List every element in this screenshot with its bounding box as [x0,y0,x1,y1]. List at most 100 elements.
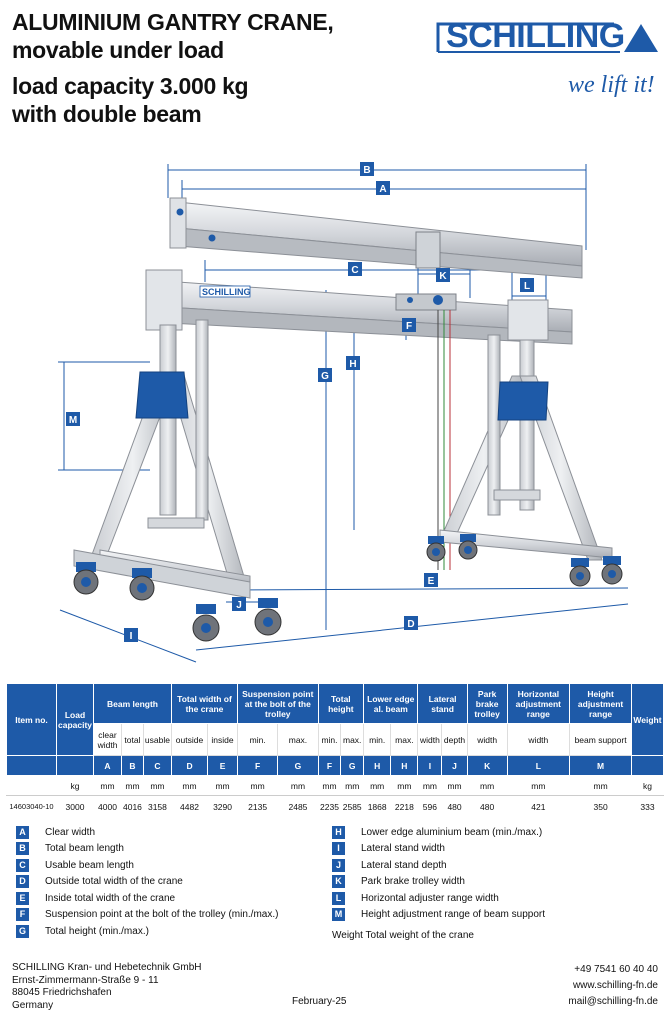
value-cell: 3000 [55,795,95,818]
email-link[interactable]: mail@schilling-fn.de [568,996,658,1007]
website-link[interactable]: www.schilling-fn.de [572,980,658,991]
unit-cell: mm [417,775,443,796]
dim-tag-h: H [346,356,360,370]
sub-header: max. [390,723,419,756]
value-cell: 480 [441,795,468,818]
letter-cell: I [417,755,443,776]
unit-cell: mm [466,775,508,796]
dim-tag-j: J [232,597,246,611]
value-cell: 3158 [142,795,172,818]
title-line-1: ALUMINIUM GANTRY CRANE, [12,9,334,35]
value-cell: 596 [417,795,443,818]
unit-cell: mm [340,775,365,796]
sub-header: beam support [569,723,632,756]
schilling-logo: SCHILLING [436,14,658,64]
dimension-tags: B A C K L F H G M E J D I [66,162,534,642]
value-cell: 4482 [170,795,209,818]
col-total-height: Total height [317,683,365,724]
dim-tag-m: M [66,412,80,426]
beam-logo: SCHILLING [202,287,251,297]
unit-cell: mm [506,775,571,796]
left-a-frame [73,319,251,599]
letter-cell: G [340,755,365,776]
sub-header: max. [340,723,365,756]
title-line-2: movable under load [12,37,224,63]
sub-header: clear width [93,723,122,756]
weight-note: Weight Total weight of the crane [332,930,474,941]
unit-cell: kg [631,775,664,796]
sub-header: width [466,723,508,756]
letter-cell: K [466,755,508,776]
logo-text: SCHILLING [446,17,625,55]
dim-tag-k: K [436,268,450,282]
sub-header: width [417,723,443,756]
value-cell: 1868 [363,795,392,818]
caster-wheels [73,534,623,642]
company-name: SCHILLING Kran- und Hebetechnik GmbH [12,962,202,973]
col-lateral-stand: Lateral stand [417,683,468,724]
sub-header: max. [277,723,319,756]
unit-cell: mm [236,775,279,796]
unit-cell: mm [363,775,392,796]
letter-cell: H [390,755,419,776]
sub-header: min. [236,723,279,756]
value-cell: 2235 [317,795,342,818]
dim-tag-g: G [318,368,332,382]
value-cell: 333 [631,795,664,818]
col-horizontal: Horizontal adjus­tment range [506,683,571,724]
title-line-4: with double beam [12,101,202,127]
value-cell: 421 [506,795,571,818]
col-weight: Weight [631,683,664,756]
svg-text:D: D [407,619,414,630]
value-cell: 480 [466,795,508,818]
sub-header: total [120,723,144,756]
value-cell: 2135 [236,795,279,818]
slogan: we lift it! [568,72,655,98]
svg-text:G: G [321,371,329,382]
footer-address: SCHILLING Kran- und Hebetechnik GmbH Ern… [12,962,202,1012]
dim-tag-l: L [520,278,534,292]
street: Ernst-Zimmermann-Straße 9 - 11 [12,974,159,986]
letter-cell: H [363,755,392,776]
unit-cell: mm [441,775,468,796]
sub-header: inside [207,723,238,756]
col-load-capacity: Load capacity [55,683,95,756]
unit-cell: mm [390,775,419,796]
unit-cell: mm [569,775,632,796]
dim-tag-e: E [424,573,438,587]
dim-tag-d: D [404,616,418,630]
svg-text:B: B [363,165,370,176]
main-beam: SCHILLING [145,269,573,570]
letter-cell: L [506,755,571,776]
letter-cell: E [207,755,238,776]
letter-cell: B [120,755,144,776]
col-park-brake: Park brake trolley [466,683,508,724]
value-cell: 2485 [277,795,319,818]
sub-header: depth [441,723,468,756]
svg-text:K: K [439,271,447,282]
value-cell: 2218 [390,795,419,818]
unit-cell: mm [142,775,172,796]
logo-frame-icon [436,22,658,53]
gantry-crane-illustration: SCHILLING B [58,162,629,663]
svg-text:I: I [130,631,133,642]
svg-text:M: M [69,415,77,426]
col-item-no: Item no. [6,683,57,756]
svg-text:J: J [236,600,242,611]
letter-cell: M [569,755,632,776]
footer-contact: +49 7541 60 40 40 www.schilling-fn.de ma… [568,962,658,1010]
dim-tag-a: A [376,181,390,195]
value-cell: 2585 [340,795,365,818]
letter-cell: D [170,755,209,776]
title-block: ALUMINIUM GANTRY CRANE, movable under lo… [12,8,412,128]
